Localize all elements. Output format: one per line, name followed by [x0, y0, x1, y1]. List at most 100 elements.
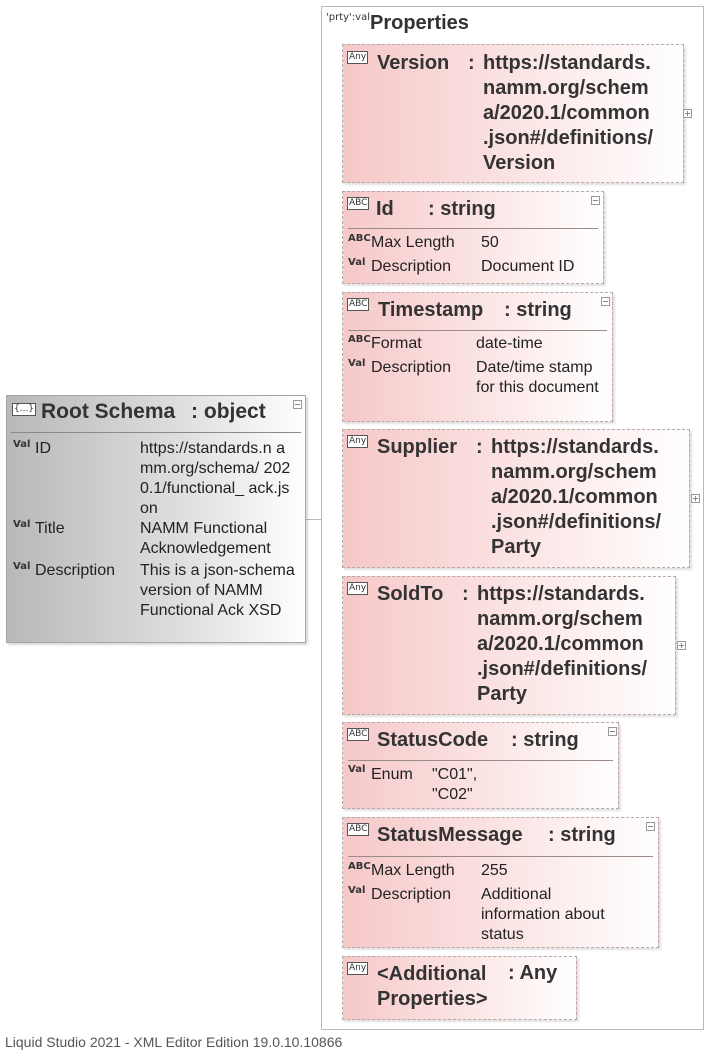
ref-line: https://standards. [483, 52, 651, 74]
root-prop-title-value: NAMM Functional Acknowledgement [140, 520, 271, 557]
ref-line: a/2020.1/common [483, 102, 650, 124]
card-separator [348, 330, 607, 331]
ref-line: namm.org/schem [483, 77, 649, 99]
root-schema-name: Root Schema [41, 400, 176, 423]
property-name: StatusMessage [377, 824, 523, 846]
id-collapse-icon[interactable] [591, 196, 600, 205]
ref-line: Party [477, 683, 528, 705]
val-icon: Val [13, 519, 31, 530]
ref-line: .json#/definitions/ [483, 127, 654, 149]
property-card-id[interactable]: ABC Id : string ABC Max Length 50 Val De… [342, 191, 604, 284]
abc-type-icon: ABC [347, 823, 370, 836]
max-length-label: Max Length [371, 862, 455, 879]
ref-line: .json#/definitions/ [477, 658, 648, 680]
max-length-value: 50 [481, 234, 499, 251]
property-type: : string [504, 299, 572, 321]
footer-text: Liquid Studio 2021 - XML Editor Edition … [5, 1034, 343, 1050]
property-type: : string [548, 824, 616, 846]
property-card-soldto[interactable]: Any SoldTo : https://standards. namm.org… [342, 576, 676, 715]
property-type: : string [428, 198, 496, 220]
soldto-expand-icon[interactable] [677, 641, 686, 650]
any-type-icon: Any [347, 582, 369, 595]
property-name-line: <Additional [377, 963, 487, 985]
root-separator [11, 432, 301, 433]
ref-line: Version [483, 152, 556, 174]
timestamp-collapse-icon[interactable] [601, 297, 610, 306]
root-schema-node[interactable]: {...} Root Schema : object Val ID https:… [6, 395, 306, 643]
property-card-version[interactable]: Any Version : https://standards. namm.or… [342, 44, 684, 183]
ref-line: https://standards. [491, 436, 659, 458]
card-separator [348, 760, 613, 761]
property-card-statuscode[interactable]: ABC StatusCode : string Val Enum "C01", … [342, 722, 619, 809]
any-type-icon: Any [347, 51, 369, 64]
abc-type-icon: ABC [347, 298, 370, 311]
root-schema-title: Root Schema : object [41, 400, 266, 424]
property-card-statusmessage[interactable]: ABC StatusMessage : string ABC Max Lengt… [342, 817, 659, 948]
property-ref: https://standards. namm.org/schem a/2020… [483, 51, 653, 176]
root-collapse-icon[interactable] [293, 400, 302, 409]
ref-line: a/2020.1/common [477, 633, 644, 655]
property-ref: https://standards. namm.org/schem a/2020… [477, 582, 647, 707]
property-name-line: Properties> [377, 988, 488, 1010]
abc-icon: ABC [348, 334, 371, 345]
enum-label: Enum [371, 766, 413, 783]
root-prop-description-value: This is a json-schema version of NAMM Fu… [140, 562, 295, 619]
ref-line: a/2020.1/common [491, 486, 658, 508]
any-type-icon: Any [347, 435, 369, 448]
property-type: : Any [508, 962, 558, 984]
root-prop-id-label: ID [35, 440, 51, 457]
max-length-label: Max Length [371, 234, 455, 251]
enum-values: "C01", "C02" [432, 765, 477, 805]
val-icon: Val [348, 764, 366, 775]
property-card-additional[interactable]: Any <Additional Properties> : Any [342, 956, 577, 1020]
property-type: : string [511, 729, 579, 751]
supplier-expand-icon[interactable] [691, 494, 700, 503]
connector-root-to-props [306, 519, 322, 520]
val-icon: Val [348, 257, 366, 268]
property-colon: : [468, 52, 475, 74]
ref-line: https://standards. [477, 583, 645, 605]
val-icon: Val [13, 439, 31, 450]
statuscode-collapse-icon[interactable] [608, 727, 617, 736]
property-name: Version [377, 52, 450, 74]
properties-title: Properties [370, 12, 469, 34]
max-length-value: 255 [481, 862, 508, 879]
enum-value: "C01", [432, 766, 478, 783]
root-schema-type: : object [191, 400, 266, 423]
val-icon: Val [348, 358, 366, 369]
description-value: Additional information about status [481, 886, 605, 943]
description-label: Description [371, 359, 452, 376]
root-prop-title-label: Title [35, 520, 65, 537]
property-card-timestamp[interactable]: ABC Timestamp : string ABC Format date-t… [342, 292, 613, 422]
enum-value: "C02" [432, 786, 473, 803]
abc-icon: ABC [348, 233, 371, 244]
val-icon: Val [348, 885, 366, 896]
root-prop-description-label: Description [35, 562, 116, 579]
ref-line: .json#/definitions/ [491, 511, 662, 533]
property-name: Id [376, 198, 394, 220]
property-colon: : [476, 436, 483, 458]
property-colon: : [462, 583, 469, 605]
object-icon: {...} [12, 403, 37, 416]
abc-icon: ABC [348, 861, 371, 872]
abc-type-icon: ABC [347, 728, 370, 741]
card-separator [348, 228, 598, 229]
property-name: <Additional Properties> [377, 962, 488, 1012]
statusmessage-collapse-icon[interactable] [646, 822, 655, 831]
description-label: Description [371, 258, 452, 275]
property-ref: https://standards. namm.org/schem a/2020… [491, 435, 661, 560]
description-label: Description [371, 886, 452, 903]
version-expand-icon[interactable] [683, 109, 692, 118]
ref-line: namm.org/schem [477, 608, 643, 630]
property-name: Supplier [377, 436, 458, 458]
property-name: SoldTo [377, 583, 444, 605]
property-name: Timestamp [378, 299, 484, 321]
property-card-supplier[interactable]: Any Supplier : https://standards. namm.o… [342, 429, 690, 568]
description-value: Document ID [481, 258, 575, 275]
ref-line: namm.org/schem [491, 461, 657, 483]
any-type-icon: Any [347, 962, 369, 975]
val-icon: Val [13, 561, 31, 572]
card-separator [348, 856, 653, 857]
format-value: date-time [476, 335, 543, 352]
ref-line: Party [491, 536, 542, 558]
